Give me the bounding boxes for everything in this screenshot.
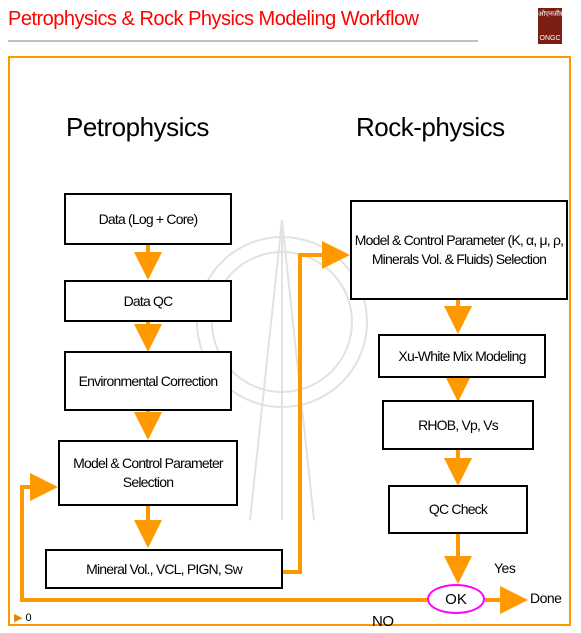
arrow-mineral-to-rockphysics [283, 241, 350, 574]
heading-petrophysics: Petrophysics [66, 112, 209, 142]
slide-nav-text: 0 [25, 612, 32, 624]
label-done: Done [530, 590, 562, 606]
diagram-frame [8, 56, 571, 626]
slide-title: Petrophysics & Rock Physics Modeling Wor… [8, 8, 419, 30]
step-qc-check: QC Check [388, 485, 528, 534]
step-rhob-vp-vs: RHOB, Vp, Vs [382, 400, 534, 450]
step-data-qc: Data QC [64, 280, 232, 322]
step-model-control-selection: Model & Control Parameter Selection [58, 440, 238, 506]
heading-rock-physics: Rock-physics [356, 112, 505, 142]
step-mineral-vol: Mineral Vol., VCL, PIGN, Sw [45, 549, 283, 589]
label-no: NO [372, 613, 394, 630]
title-divider [8, 40, 478, 42]
step-rp-model-control: Model & Control Parameter (K, α, μ, ρ, M… [350, 200, 568, 300]
label-yes: Yes [494, 560, 516, 576]
step-environmental-correction: Environmental Correction [64, 351, 232, 411]
arrow-no-feedback [20, 473, 427, 602]
decision-ok: OK [427, 584, 485, 614]
step-data-log-core: Data (Log + Core) [64, 193, 232, 245]
logo-top-text: ओएनजीसी [538, 11, 567, 18]
slide-nav[interactable]: ▶ 0 [14, 611, 32, 624]
ongc-logo: ओएनजीसी ONGC [538, 8, 567, 44]
logo-bottom-text: ONGC [539, 35, 561, 42]
step-xu-white-modeling: Xu-White Mix Modeling [378, 334, 546, 378]
play-icon[interactable]: ▶ [14, 612, 23, 624]
